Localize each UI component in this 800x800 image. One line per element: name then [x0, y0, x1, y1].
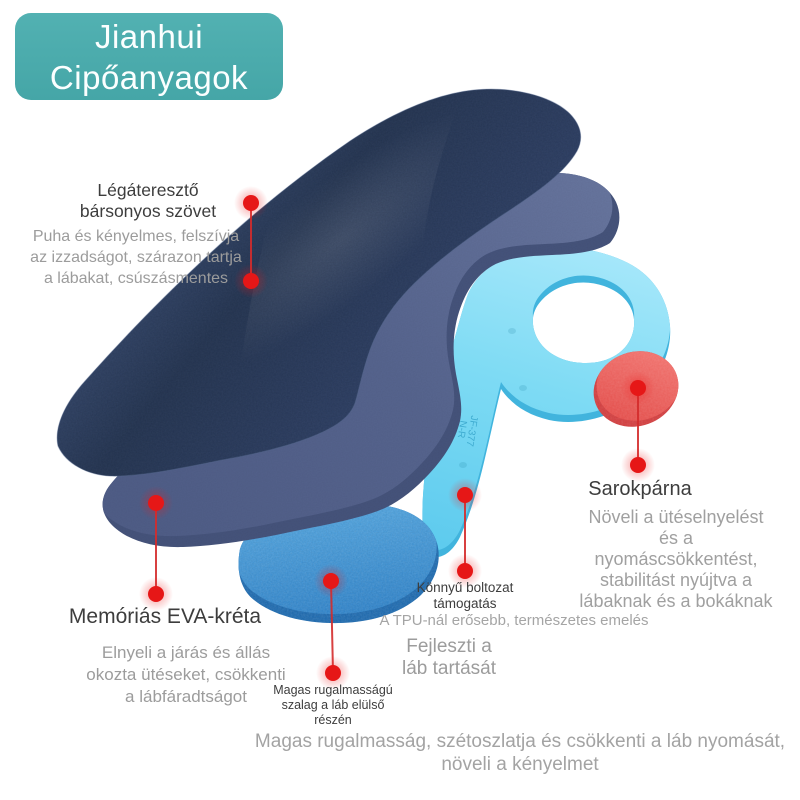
fabric-label-body: Puha és kényelmes, felszívja az izzadság…: [30, 228, 242, 287]
brand-badge-line2: Cipőanyagok: [49, 58, 249, 96]
tpu-dimple: [459, 462, 467, 468]
eva-label-body: Elnyeli a járás és állás okozta ütéseket…: [86, 643, 286, 706]
callout-connector-eva: [139, 486, 173, 611]
heel-pad-label-heading: Sarokpárna: [588, 478, 692, 500]
tpu-dimple: [519, 385, 527, 391]
eva-label-heading: Memóriás EVA-kréta: [68, 605, 262, 628]
front-band-label-heading: Magas rugalmasságú szalag a láb elülső r…: [273, 683, 393, 727]
brand-badge: Jianhui Cipőanyagok: [15, 13, 283, 100]
callout-connector-fabric: [234, 186, 268, 298]
footer-text: Magas rugalmasság, szétoszlatja és csökk…: [254, 731, 786, 775]
callout-connector-arch: [448, 478, 482, 588]
brand-badge-line1: Jianhui: [94, 17, 204, 55]
heel-pad-label-body: Növeli a ütéselnyelést és a nyomáscsökke…: [579, 507, 773, 611]
callout-connector-band: [314, 564, 350, 690]
arch-label-heading: Könnyű boltozat támogatás: [416, 580, 514, 611]
tpu-dimple: [508, 328, 516, 334]
tpu-size-marking: JF-377 N-R: [454, 414, 480, 448]
callout-connector-heel: [621, 371, 655, 482]
arch-label-tagline: A TPU-nál erősebb, természetes emelés: [379, 612, 649, 629]
fabric-label-heading: Légáteresztő bársonyos szövet: [79, 180, 217, 221]
arch-label-body: Fejleszti a láb tartását: [402, 636, 496, 679]
tpu-dimple: [593, 284, 601, 290]
velvet-top-insole: [56, 88, 582, 477]
